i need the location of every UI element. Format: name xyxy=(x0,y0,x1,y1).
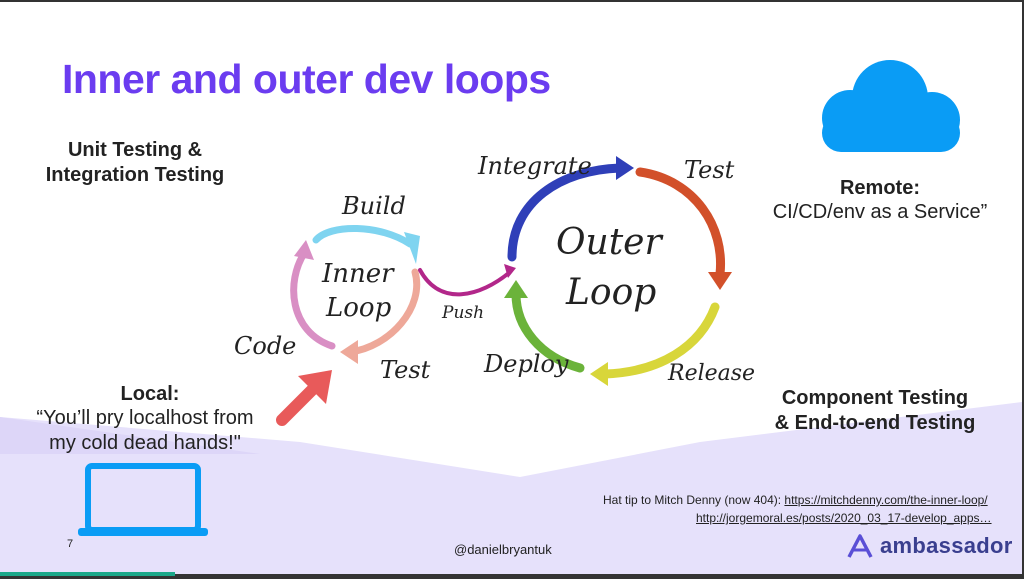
code-label: Code xyxy=(234,332,296,360)
pointer-arrow-icon xyxy=(276,370,332,426)
outer-test-label: Test xyxy=(684,156,735,184)
component-testing-line2: & End-to-end Testing xyxy=(774,412,976,434)
dev-loops-diagram: Build Code Test Inner Loop Push Integrat… xyxy=(234,152,755,386)
inner-test-label: Test xyxy=(380,356,431,384)
release-label: Release xyxy=(667,361,755,386)
inner-test-arrowhead xyxy=(340,340,358,364)
push-label: Push xyxy=(441,303,484,323)
unit-testing-line2: Integration Testing xyxy=(45,164,225,186)
build-arrow xyxy=(312,224,414,248)
deploy-arc xyxy=(511,289,585,373)
outer-test-arrowhead xyxy=(708,272,732,290)
ambassador-logo-icon xyxy=(847,534,873,558)
component-testing-line1: Component Testing xyxy=(781,387,969,409)
unit-testing-line1: Unit Testing & xyxy=(67,139,203,161)
page-number: 7 xyxy=(67,538,74,550)
push-arrow xyxy=(418,268,512,297)
local-heading: Local: xyxy=(120,383,180,405)
inner-test-arc xyxy=(346,268,421,356)
brand-name: ambassador xyxy=(880,533,1013,558)
unit-testing-label: Unit Testing & Integration Testing xyxy=(30,138,240,188)
build-arrowhead xyxy=(404,232,420,264)
inner-label-1: Inner xyxy=(321,259,395,289)
jorgemoral-link[interactable]: http://jorgemoral.es/posts/2020_03_17-de… xyxy=(696,511,992,525)
second-link-row: http://jorgemoral.es/posts/2020_03_17-de… xyxy=(696,511,992,525)
hat-tip-text: Hat tip to Mitch Denny (now 404): xyxy=(603,493,785,507)
release-arc xyxy=(600,302,720,379)
slide-progress-bar xyxy=(0,572,175,576)
release-arrowhead xyxy=(590,362,608,386)
local-quote-line2: my cold dead hands!" xyxy=(49,432,241,454)
code-arrowhead xyxy=(294,240,314,260)
remote-heading: Remote: xyxy=(839,177,920,199)
integrate-arc xyxy=(507,163,625,262)
integrate-label: Integrate xyxy=(477,152,592,180)
code-arc xyxy=(290,248,336,350)
push-arrowhead xyxy=(504,264,516,278)
outer-test-arc xyxy=(635,167,726,279)
local-quote-line1: “You’ll pry localhost from xyxy=(36,407,254,429)
cloud-icon xyxy=(822,60,960,152)
outer-label-2: Loop xyxy=(565,272,656,313)
remote-text: CI/CD/env as a Service” xyxy=(772,201,988,223)
outer-label-1: Outer xyxy=(556,222,663,263)
deploy-label: Deploy xyxy=(483,350,569,378)
inner-label-2: Loop xyxy=(325,293,392,323)
deploy-arrowhead xyxy=(504,280,528,298)
laptop-icon xyxy=(78,463,208,536)
twitter-handle: @danielbryantuk xyxy=(454,542,552,557)
hat-tip-link[interactable]: https://mitchdenny.com/the-inner-loop/ xyxy=(784,493,988,507)
local-quote: “You’ll pry localhost from my cold dead … xyxy=(20,406,270,456)
build-label: Build xyxy=(341,192,406,220)
integrate-arrowhead xyxy=(616,156,634,180)
hat-tip: Hat tip to Mitch Denny (now 404): https:… xyxy=(603,493,988,507)
ambassador-logo: ambassador xyxy=(846,531,1013,561)
component-testing-label: Component Testing & End-to-end Testing xyxy=(760,386,990,436)
slide-title: Inner and outer dev loops xyxy=(62,56,551,102)
